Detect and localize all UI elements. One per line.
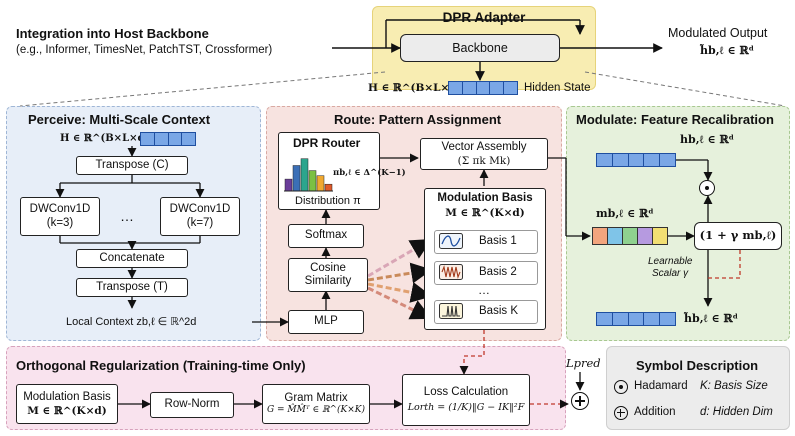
basis-formula: M ∈ ℝ^(K×d): [445, 207, 525, 219]
hadamard-symbol-icon: [614, 380, 628, 394]
perceive-title: Perceive: Multi-Scale Context: [28, 112, 211, 127]
output-formula: h̃b,ℓ ∈ ℝᵈ: [684, 312, 739, 325]
vector-assembly-label: Vector Assembly: [441, 141, 527, 154]
basis-item-2: Basis 2: [434, 261, 538, 285]
scalar-gamma-label: Scalar γ: [652, 268, 689, 279]
modulated-output-formula: h̃b,ℓ ∈ ℝᵈ: [700, 44, 755, 57]
oscillation-icon: [439, 264, 463, 280]
modulated-output-title: Modulated Output: [668, 26, 768, 40]
dwconv-k7-kernel: (k=7): [186, 216, 214, 229]
k-desc-label: K: Basis Size: [700, 380, 768, 392]
transpose-t-box: Transpose (T): [76, 278, 188, 297]
transpose-c-box: Transpose (C): [76, 156, 188, 175]
cosine-label-2: Similarity: [304, 275, 352, 287]
pi-formula: πb,ℓ ∈ Δ^(K−1): [333, 168, 406, 178]
basis-item-k: Basis K: [434, 300, 538, 324]
ortho-basis-formula: M ∈ ℝ^(K×d): [27, 404, 107, 417]
vector-assembly-formula: (Σ πk Mk): [457, 154, 511, 167]
vector-assembly-box: Vector Assembly (Σ πk Mk): [420, 138, 548, 170]
rownorm-box: Row-Norm: [150, 392, 234, 418]
loss-box: Loss Calculation Lorth = (1/K)‖G − IK‖²F: [402, 374, 530, 426]
m-vector-cell: [623, 228, 638, 244]
basis-item-1: Basis 1: [434, 230, 538, 254]
m-formula: mb,ℓ ∈ ℝᵈ: [596, 207, 654, 220]
dwconv-ellipsis: …: [120, 208, 134, 224]
dpr-router-box: DPR Router πb,ℓ ∈ Δ^(K−1) Distribution π: [278, 132, 406, 210]
hidden-state-formula: H ∈ ℝ^(B×L×d): [368, 82, 462, 94]
learnable-label: Learnable: [648, 256, 693, 267]
distribution-bar: [316, 175, 325, 192]
basis-ellipsis: …: [478, 283, 490, 297]
addition-label: Addition: [634, 406, 676, 418]
cosine-similarity-box: Cosine Similarity: [288, 258, 368, 292]
ortho-basis-box: Modulation Basis M ∈ ℝ^(K×d): [16, 384, 118, 424]
addition-symbol-icon: [614, 406, 628, 420]
sine-wave-icon: [439, 233, 463, 249]
m-vector: [592, 227, 668, 245]
basis-title: Modulation Basis: [437, 192, 533, 204]
dwconv-k3-kernel: (k=3): [46, 216, 74, 229]
distribution-bars: [284, 158, 333, 192]
output-vector: [596, 312, 676, 326]
ortho-title: Orthogonal Regularization (Training-time…: [16, 358, 306, 373]
h-vector: [596, 153, 676, 167]
route-title: Route: Pattern Assignment: [334, 112, 502, 127]
m-vector-cell: [653, 228, 667, 244]
ortho-basis-label: Modulation Basis: [23, 391, 111, 404]
gram-matrix-box: Gram Matrix G = M̂M̂ᵀ ∈ ℝ^(K×K): [262, 384, 370, 424]
local-context-label: Local Context zb,ℓ ∈ ℝ^2d: [66, 316, 197, 328]
loss-formula: Lorth = (1/K)‖G − IK‖²F: [407, 401, 525, 413]
distribution-bar: [308, 170, 317, 192]
perceive-input-vector: [140, 132, 196, 146]
addition-node-icon: [571, 392, 589, 410]
symbol-title: Symbol Description: [636, 358, 759, 373]
dwconv-k3-label: DWConv1D: [29, 203, 91, 216]
m-vector-cell: [593, 228, 608, 244]
distribution-bar: [284, 178, 293, 192]
dwconv-k7-box: DWConv1D (k=7): [160, 197, 240, 236]
h-formula: hb,ℓ ∈ ℝᵈ: [680, 133, 735, 146]
hidden-state-vector: [448, 81, 518, 95]
modulate-title: Modulate: Feature Recalibration: [576, 112, 774, 127]
cosine-label-1: Cosine: [310, 261, 346, 274]
gram-label: Gram Matrix: [284, 392, 348, 405]
dwconv-k3-box: DWConv1D (k=3): [20, 197, 100, 236]
hidden-state-label: Hidden State: [524, 82, 591, 94]
distribution-label: Distribution π: [295, 195, 361, 207]
dpr-router-title: DPR Router: [293, 136, 361, 150]
perceive-input-formula: H ∈ ℝ^(B×L×d): [60, 133, 150, 144]
distribution-bar: [300, 158, 309, 192]
l-pred-label: Lpred: [566, 356, 601, 370]
distribution-bar: [292, 165, 301, 192]
symbol-panel: [606, 346, 790, 430]
concatenate-box: Concatenate: [76, 249, 188, 268]
distribution-bar: [324, 183, 333, 192]
basis-item-2-label: Basis 2: [479, 266, 517, 278]
hadamard-node-icon: [699, 180, 715, 196]
basis-item-1-label: Basis 1: [479, 235, 517, 247]
gate-box: (1 + γ mb,ℓ): [694, 222, 782, 250]
backbone-box: Backbone: [400, 34, 560, 62]
hadamard-label: Hadamard: [634, 380, 688, 392]
m-vector-cell: [608, 228, 623, 244]
basis-item-k-label: Basis K: [479, 305, 518, 317]
integration-subtitle: (e.g., Informer, TimesNet, PatchTST, Cro…: [16, 44, 273, 56]
softmax-box: Softmax: [288, 224, 364, 248]
mlp-box: MLP: [288, 310, 364, 334]
spike-icon: [439, 303, 463, 319]
integration-title: Integration into Host Backbone: [16, 26, 209, 41]
m-vector-cell: [638, 228, 653, 244]
loss-label: Loss Calculation: [423, 386, 509, 399]
adapter-title: DPR Adapter: [442, 10, 526, 25]
gram-formula: G = M̂M̂ᵀ ∈ ℝ^(K×K): [266, 405, 366, 416]
dwconv-k7-label: DWConv1D: [169, 203, 231, 216]
d-desc-label: d: Hidden Dim: [700, 406, 773, 418]
